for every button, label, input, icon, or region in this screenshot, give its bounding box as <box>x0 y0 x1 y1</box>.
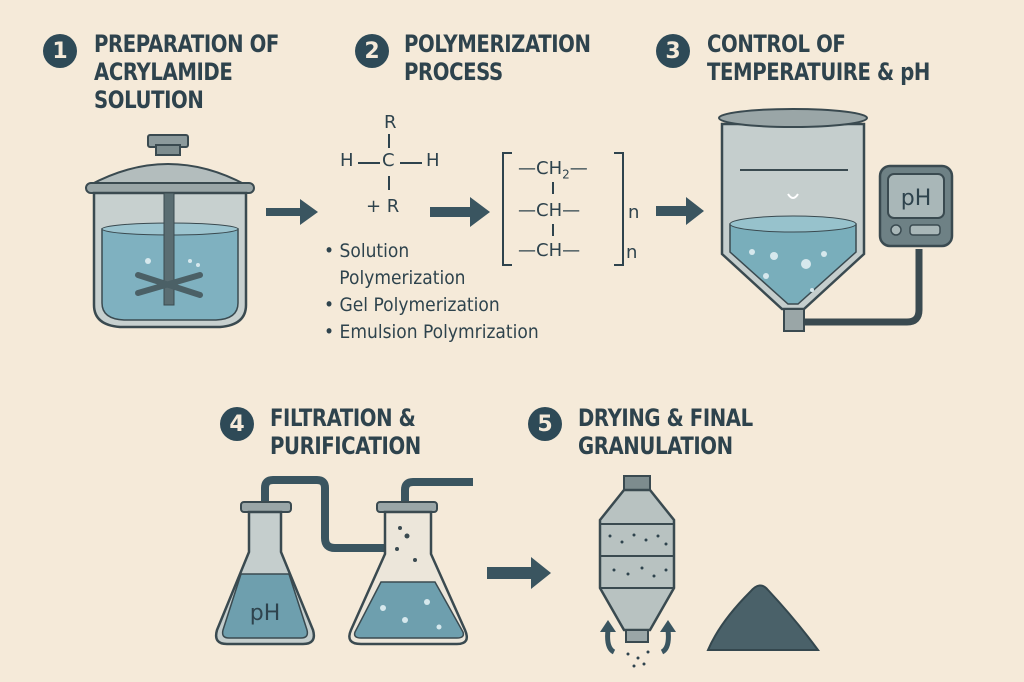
title-line: PURIFICATION <box>270 432 421 460</box>
step-5-badge: 5 <box>528 407 562 441</box>
title-line: SOLUTION <box>94 86 204 114</box>
step-5-title: DRYING & FINAL GRANULATION <box>578 404 753 460</box>
step-1-badge: 1 <box>43 34 77 68</box>
arrow-right-icon <box>487 557 551 589</box>
title-line: DRYING & FINAL <box>578 404 753 432</box>
stirred-reactor-icon <box>85 134 255 329</box>
arrow-right-icon <box>430 197 490 227</box>
atom-h: H <box>426 150 440 171</box>
title-line: GRANULATION <box>578 432 733 460</box>
atom-r: R <box>384 112 397 133</box>
step-2-title: POLYMERIZATION PROCESS <box>404 30 591 86</box>
step-1-title: PREPARATION OF ACRYLAMIDE SOLUTION <box>94 30 279 114</box>
repeat-n: n <box>626 242 638 263</box>
title-line: PROCESS <box>404 58 503 86</box>
flasks-icon: pH <box>214 476 473 646</box>
title-line: PREPARATION OF <box>94 30 279 58</box>
monomer-formula: R H C H + R <box>340 112 440 222</box>
arrow-right-icon <box>266 199 318 225</box>
step-3-title: CONTROL OF TEMPERATUIRE & pH <box>707 30 930 86</box>
repeat-n: n <box>628 202 640 223</box>
arrow-right-icon <box>656 197 704 225</box>
title-line: POLYMERIZATION <box>404 30 591 58</box>
list-item: • Emulsion Polymrization <box>324 321 539 343</box>
step-4-title: FILTRATION & PURIFICATION <box>270 404 421 460</box>
step-4-badge: 4 <box>220 407 254 441</box>
step-3-badge: 3 <box>656 34 690 68</box>
title-line: FILTRATION & <box>270 404 416 432</box>
dryer-and-granules-icon <box>598 475 820 668</box>
title-line: ACRYLAMIDE <box>94 58 233 86</box>
title-line: CONTROL OF <box>707 30 846 58</box>
polymer-formula: —CH2— —CH— —CH— n n <box>502 150 652 270</box>
title-line: TEMPERATUIRE & pH <box>707 58 930 86</box>
step-2-badge: 2 <box>355 34 389 68</box>
flask-ph-label: pH <box>250 601 281 626</box>
polymerization-methods-list: • Solution Polymerization • Gel Polymeri… <box>324 238 539 346</box>
ph-meter-label: pH <box>901 186 932 211</box>
atom-h: H <box>340 150 354 171</box>
list-item: • Gel Polymerization <box>324 294 500 316</box>
atom-c: C <box>382 150 395 171</box>
atom-r: + R <box>366 196 400 217</box>
tank-with-ph-meter-icon: pH <box>718 108 954 332</box>
list-item: Polymerization <box>339 267 466 289</box>
list-item: • Solution <box>324 240 410 262</box>
